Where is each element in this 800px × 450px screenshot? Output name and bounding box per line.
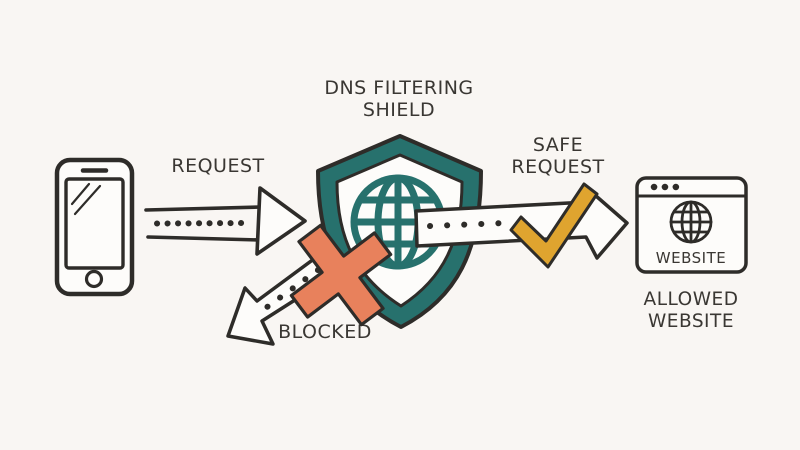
request-arrow-top-edge xyxy=(144,205,264,212)
screen-reflection-icon xyxy=(70,182,102,216)
blocked-arrow-dots xyxy=(260,267,321,313)
browser-website-label: WEBSITE xyxy=(656,249,726,267)
safe-request-label-line-1: SAFE xyxy=(533,134,583,156)
title-line-1: DNS FILTERING xyxy=(324,77,473,99)
title-line-2: SHIELD xyxy=(363,99,435,121)
safe-request-label: SAFE REQUEST xyxy=(511,134,604,178)
safe-request-label-line-2: REQUEST xyxy=(511,156,604,178)
request-arrow xyxy=(144,186,307,256)
request-arrow-bottom-edge xyxy=(146,235,262,242)
browser-window-icon: WEBSITE xyxy=(635,176,748,274)
phone-body xyxy=(54,157,135,297)
request-label: REQUEST xyxy=(171,155,264,177)
smartphone-icon xyxy=(54,157,135,297)
diagram-title: DNS FILTERING SHIELD xyxy=(324,77,473,121)
request-arrowhead xyxy=(255,186,307,256)
phone-screen xyxy=(64,177,125,270)
browser-globe-icon xyxy=(669,200,713,244)
checkmark-icon xyxy=(509,182,599,269)
allowed-website-caption: ALLOWED WEBSITE xyxy=(644,289,739,332)
phone-home-button xyxy=(84,269,104,289)
blocked-x-icon xyxy=(289,223,393,327)
allowed-website-line-2: WEBSITE xyxy=(648,311,734,332)
blocked-label: BLOCKED xyxy=(278,321,372,343)
allowed-website-line-1: ALLOWED xyxy=(644,289,739,310)
